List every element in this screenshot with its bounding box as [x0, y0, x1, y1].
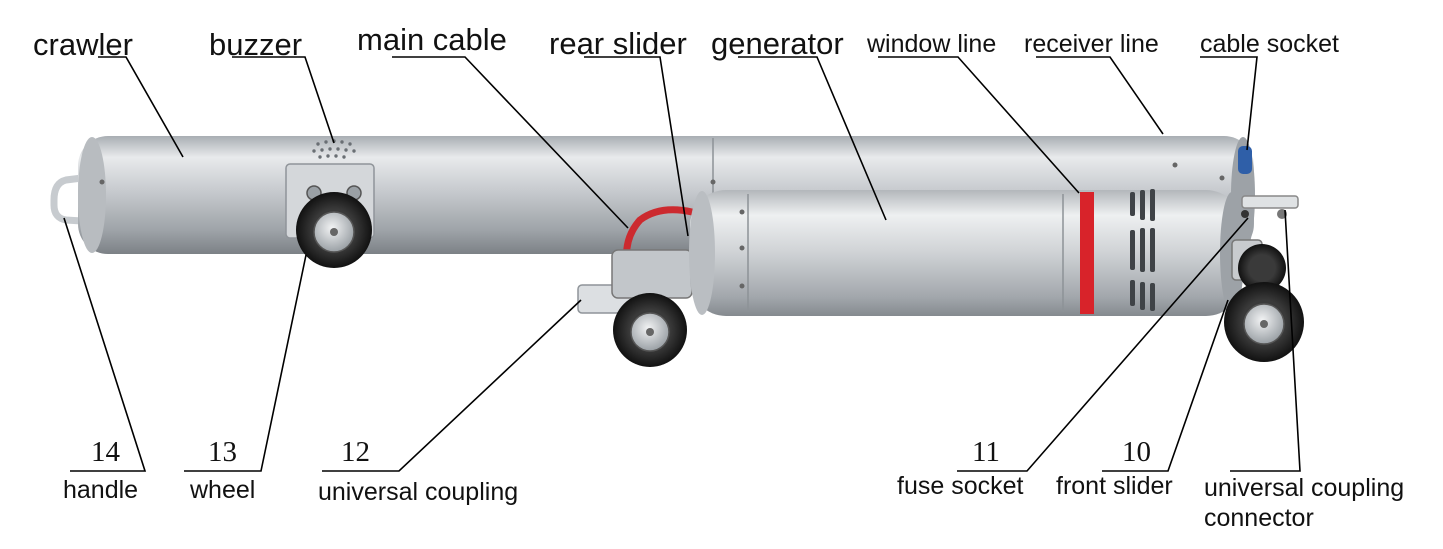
number-14: 14: [91, 436, 120, 468]
label-receiver-line: receiver line: [1024, 30, 1159, 58]
generator-body: [689, 189, 1244, 316]
label-cable-socket: cable socket: [1200, 30, 1339, 58]
label-connector: connector: [1204, 504, 1314, 532]
number-11: 11: [972, 436, 1000, 468]
leader-lines: [63, 56, 1301, 472]
label-universal-coupling-connector: universal coupling: [1204, 474, 1405, 502]
front-slider: [1224, 239, 1304, 362]
number-10: 10: [1122, 436, 1151, 468]
label-window-line: window line: [867, 30, 997, 58]
number-13: 13: [208, 436, 237, 468]
label-universal-coupling: universal coupling: [318, 478, 519, 506]
label-wheel: wheel: [190, 476, 256, 504]
label-crawler: crawler: [33, 27, 133, 62]
cable-socket-cap: [1238, 146, 1252, 174]
fuse-socket-dot: [1241, 210, 1249, 218]
label-generator: generator: [711, 26, 844, 61]
number-12: 12: [341, 436, 370, 468]
label-main-cable: main cable: [357, 22, 507, 57]
crawler-wheel: [285, 163, 375, 268]
label-front-slider: front slider: [1056, 472, 1173, 500]
handle-shape: [50, 174, 83, 225]
label-buzzer: buzzer: [209, 27, 303, 62]
label-rear-slider: rear slider: [549, 26, 687, 61]
rear-coupling: [577, 249, 693, 367]
label-fuse-socket: fuse socket: [897, 472, 1024, 500]
label-handle: handle: [63, 476, 139, 504]
